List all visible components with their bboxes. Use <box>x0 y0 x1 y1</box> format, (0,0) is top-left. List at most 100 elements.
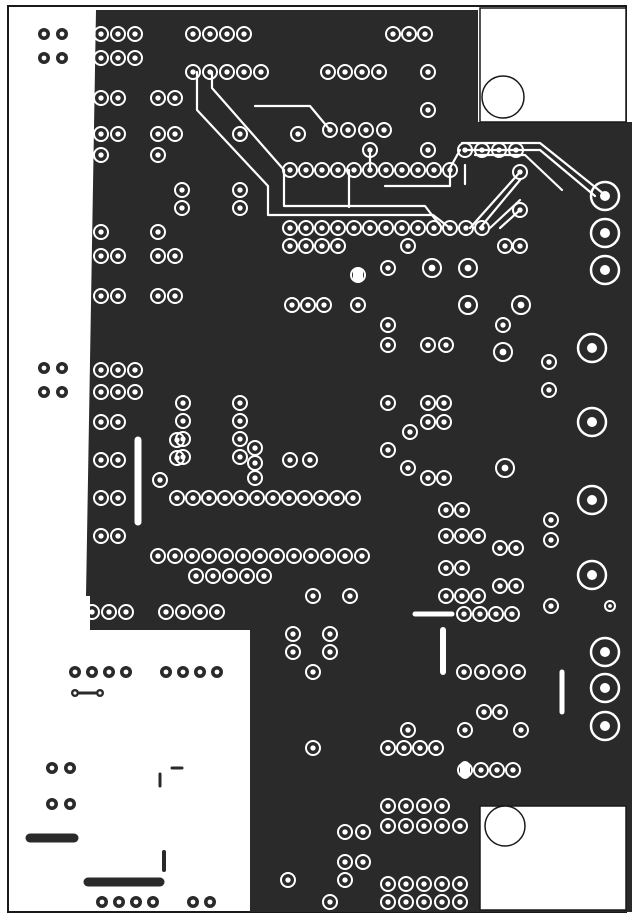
pad <box>169 450 185 466</box>
pad <box>426 220 442 236</box>
pad <box>438 528 454 544</box>
pad <box>380 442 396 458</box>
pad <box>354 548 370 564</box>
pad <box>474 664 490 680</box>
pad <box>169 490 185 506</box>
pad <box>93 490 109 506</box>
pad <box>290 126 306 142</box>
pad <box>282 162 298 178</box>
pad <box>434 818 450 834</box>
large-pad <box>589 217 621 249</box>
pad-outside <box>38 362 50 374</box>
pad-outside <box>38 52 50 64</box>
pad <box>256 568 272 584</box>
pad <box>380 317 396 333</box>
pad <box>322 626 338 642</box>
pad <box>380 260 396 276</box>
pad <box>314 238 330 254</box>
pad <box>232 126 248 142</box>
bottom-right-mounting-hole <box>484 805 526 847</box>
pad <box>492 540 508 556</box>
trace <box>253 104 332 132</box>
pad <box>150 224 166 240</box>
pad <box>436 414 452 430</box>
pad <box>219 26 235 42</box>
pad <box>420 337 436 353</box>
pad <box>209 604 225 620</box>
pad-outside <box>46 762 58 774</box>
pad <box>282 220 298 236</box>
pad <box>285 626 301 642</box>
pad <box>473 762 489 778</box>
pad <box>355 854 371 870</box>
pad <box>420 102 436 118</box>
pad <box>513 722 529 738</box>
pad <box>398 798 414 814</box>
pad <box>222 568 238 584</box>
pad <box>543 532 559 548</box>
pad <box>110 288 126 304</box>
pad <box>543 598 559 614</box>
pad <box>417 26 433 42</box>
pad-outside <box>64 798 76 810</box>
pad <box>167 90 183 106</box>
pad <box>380 894 396 910</box>
pad-outside <box>194 666 206 678</box>
large-pad <box>576 406 608 438</box>
large-pad <box>589 710 621 742</box>
pad <box>420 142 436 158</box>
pad <box>93 126 109 142</box>
pad <box>398 876 414 892</box>
pad <box>422 258 442 278</box>
trace <box>473 153 564 192</box>
pad <box>150 248 166 264</box>
pad <box>412 740 428 756</box>
pad-layer <box>25 26 621 910</box>
pad <box>355 824 371 840</box>
pad <box>127 384 143 400</box>
pad <box>202 64 218 80</box>
pad <box>346 220 362 236</box>
pad <box>175 413 191 429</box>
pad <box>508 578 524 594</box>
pad <box>495 458 515 478</box>
pad <box>354 64 370 80</box>
pad <box>543 512 559 528</box>
pad <box>434 798 450 814</box>
pad <box>416 876 432 892</box>
pad <box>93 90 109 106</box>
pad <box>458 295 478 315</box>
pad <box>174 182 190 198</box>
pad <box>442 162 458 178</box>
pad <box>457 722 473 738</box>
pad <box>380 337 396 353</box>
pad <box>302 452 318 468</box>
pad <box>454 560 470 576</box>
pad <box>286 548 302 564</box>
pad <box>285 644 301 660</box>
pad-outside <box>56 362 68 374</box>
pad <box>434 894 450 910</box>
pad <box>217 490 233 506</box>
large-pad <box>589 254 621 286</box>
pad <box>175 395 191 411</box>
pad-outside <box>103 666 115 678</box>
pad <box>452 894 468 910</box>
pad <box>495 317 511 333</box>
pad <box>313 490 329 506</box>
pad-outside <box>71 689 79 697</box>
pad <box>510 664 526 680</box>
large-pad <box>589 672 621 704</box>
pad <box>342 588 358 604</box>
pad <box>420 395 436 411</box>
pad <box>474 220 490 236</box>
pad <box>380 798 396 814</box>
pad <box>110 490 126 506</box>
pad <box>232 395 248 411</box>
pad <box>322 894 338 910</box>
pad <box>345 490 361 506</box>
pad <box>167 288 183 304</box>
pad-outside <box>211 666 223 678</box>
pad <box>512 238 528 254</box>
